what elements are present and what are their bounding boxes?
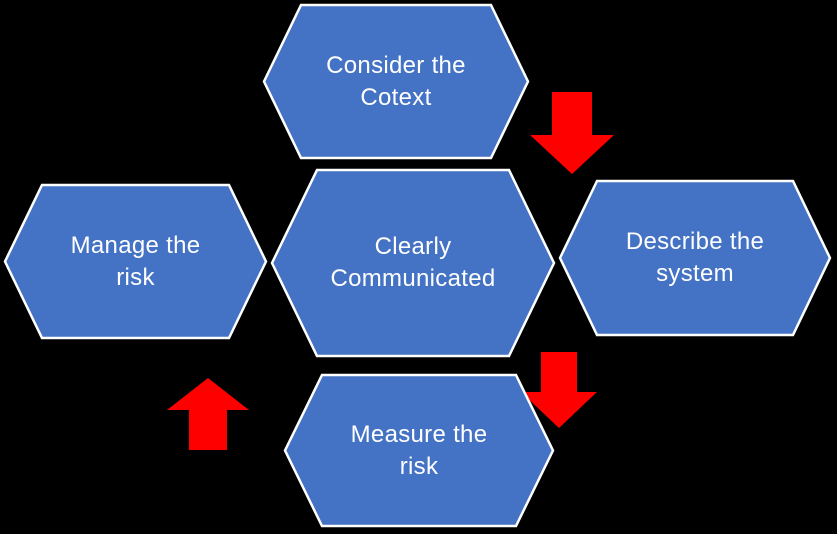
arrow-up-shape — [167, 378, 249, 450]
hexagon-label: Measure the risk — [350, 420, 488, 480]
hexagon-label: Manage the risk — [70, 231, 201, 291]
arrow-down-top-right-icon — [530, 92, 614, 174]
hexagon-consider-the-context: Consider the Cotext — [262, 3, 530, 160]
arrow-down-shape — [521, 352, 597, 428]
hexagon-shape — [262, 3, 530, 160]
hexagon-manage-the-risk: Manage the risk — [3, 183, 268, 340]
hexagon-label: Clearly Communicated — [330, 233, 496, 292]
hexagon-describe-the-system: Describe the system — [558, 179, 832, 337]
hexagon-label: Consider the Cotext — [326, 51, 466, 111]
hexagon-shape — [558, 179, 832, 337]
hexagon-shape — [3, 183, 268, 340]
arrow-up-bottom-left-icon — [167, 378, 249, 450]
arrow-down-shape — [530, 92, 614, 174]
hexagon-clearly-communicated: Clearly Communicated — [270, 168, 556, 358]
hexagon-shape — [283, 373, 555, 528]
hexagon-label: Describe the system — [625, 228, 765, 287]
hexagon-measure-the-risk: Measure the risk — [283, 373, 555, 528]
arrow-down-bottom-right-icon — [521, 352, 597, 428]
hexagon-shape — [270, 168, 556, 358]
